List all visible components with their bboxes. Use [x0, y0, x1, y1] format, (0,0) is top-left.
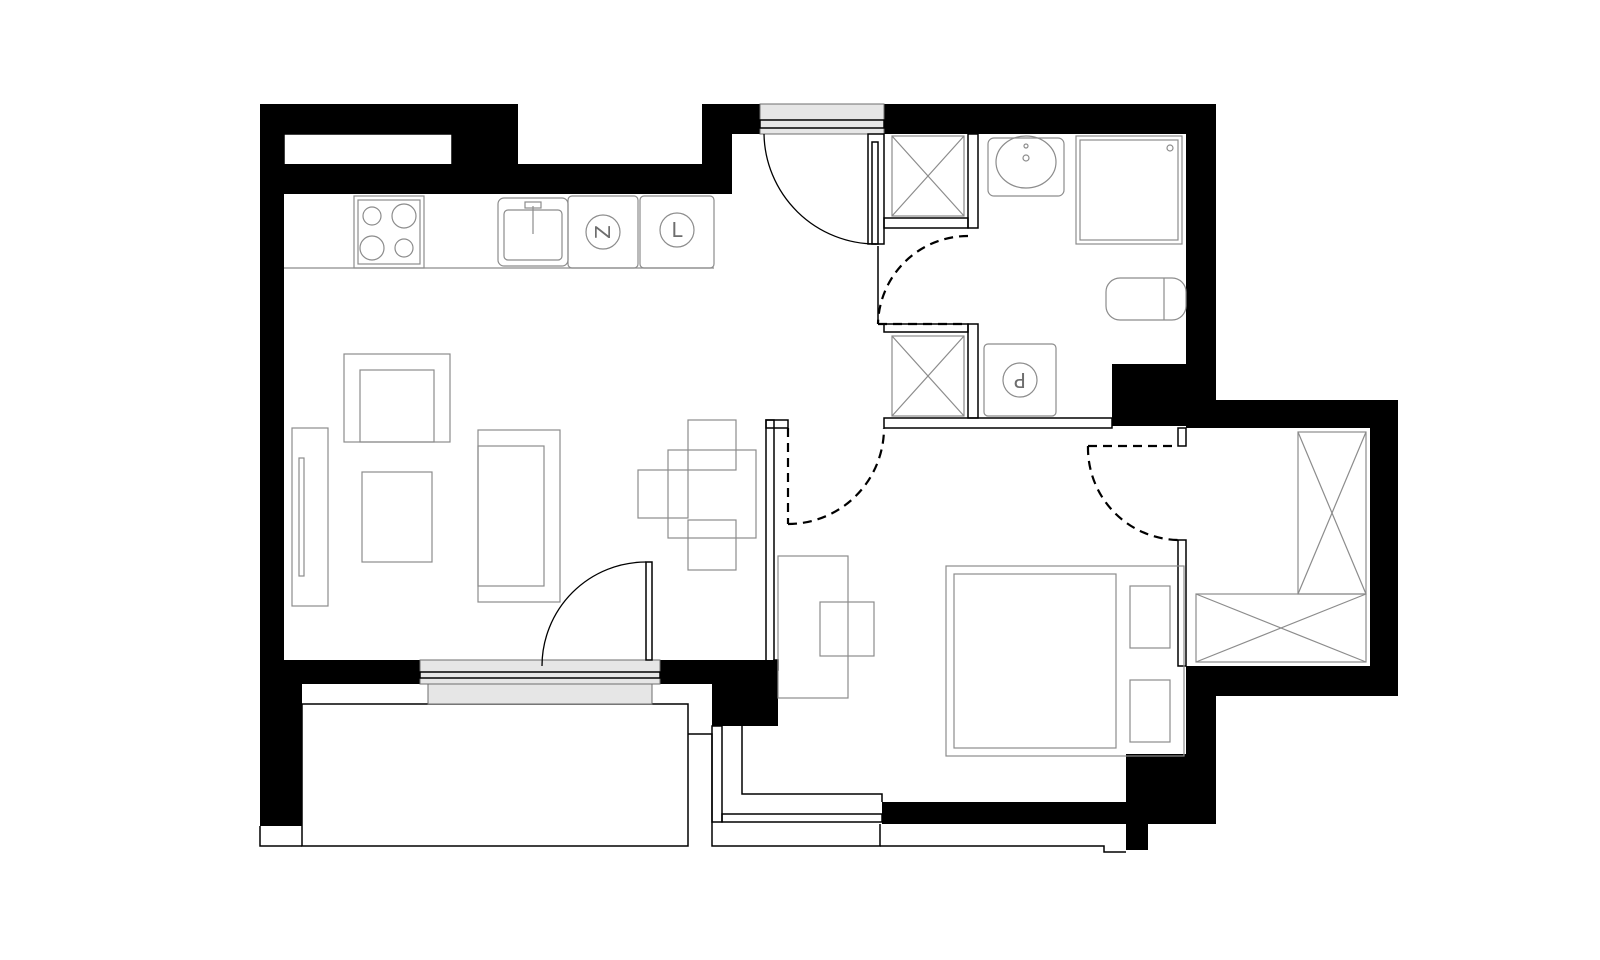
- washbasin: [987, 135, 1065, 197]
- wall-east-wardrobe: [1370, 400, 1398, 696]
- entrance-door-swing: [763, 133, 877, 245]
- partition-living-bedroom: [765, 419, 775, 663]
- bedroom-corner-outline: [741, 726, 883, 802]
- bedroom-window-frame: [711, 725, 723, 823]
- bedroom-door-swing: [787, 427, 886, 526]
- walls: [260, 104, 1398, 850]
- fridge-symbol: L: [671, 218, 683, 242]
- cooktop: [353, 195, 425, 269]
- windows: [419, 103, 885, 823]
- desk-chair: [819, 601, 875, 657]
- pillow: [1129, 585, 1171, 649]
- desk: [777, 555, 875, 699]
- wall-balcony-west: [260, 684, 302, 826]
- bathroom-door-swing: [876, 234, 969, 325]
- living-window-frame: [419, 671, 661, 679]
- partition-bath-west-lower: [967, 323, 979, 419]
- wardrobe-shelf-south: [1195, 593, 1367, 663]
- armchair: [343, 353, 451, 443]
- bedroom-window-sill: [721, 813, 883, 823]
- entrance-door-leaf: [871, 141, 879, 245]
- wall-north-kitchen: [284, 164, 726, 194]
- burner-icon: [359, 235, 385, 261]
- partition-closet-lower: [883, 323, 969, 333]
- partition-bath-west-upper: [967, 133, 979, 229]
- double-bed: [945, 565, 1185, 757]
- partition-wardrobe-lower: [1177, 539, 1187, 667]
- partitions: [259, 133, 1187, 853]
- partition-closet-upper: [883, 217, 969, 229]
- entry-door-glazing: [759, 103, 885, 135]
- wall-wardrobe-top: [1186, 400, 1398, 428]
- bedroom: [777, 555, 1185, 757]
- wall-north-bath: [884, 104, 1216, 134]
- doors: [541, 133, 1179, 667]
- washing-machine: P: [983, 343, 1057, 417]
- coffee-table: [361, 471, 433, 563]
- dining-table: [667, 449, 757, 539]
- bathroom: P: [983, 135, 1187, 417]
- closet-lower: [891, 335, 965, 417]
- kitchen: Z L: [284, 195, 715, 269]
- balcony-ledge-left: [259, 826, 302, 847]
- burner-icon: [362, 206, 382, 226]
- closet-upper: [891, 135, 965, 217]
- living-room: [291, 353, 757, 607]
- burner-icon: [394, 238, 414, 258]
- partition-hall-south: [883, 417, 1113, 429]
- toilet: [1105, 277, 1187, 321]
- entrance-door-stop: [867, 133, 885, 245]
- niche-outline: [283, 133, 453, 179]
- dining-chair: [637, 469, 689, 519]
- washing-machine-symbol: P: [1014, 368, 1026, 392]
- balcony-door-swing: [541, 561, 647, 667]
- wall-south-stub: [1126, 802, 1148, 850]
- sofa: [477, 429, 561, 603]
- living-window-sill: [427, 683, 653, 705]
- wall-south-bedroom: [882, 802, 1216, 824]
- entry-closets: [891, 135, 965, 417]
- balcony-door-leaf: [645, 561, 653, 661]
- shower-tray: [1075, 135, 1183, 245]
- wall-east-bath: [1186, 104, 1216, 400]
- wardrobe-door-swing: [1086, 445, 1179, 542]
- burner-icon: [391, 203, 417, 229]
- wall-pillar-south: [712, 660, 778, 726]
- partition-living-bedroom-jamb: [765, 419, 789, 429]
- wall-south-living-left: [260, 660, 420, 684]
- bedroom-balcony-rail: [880, 845, 1126, 853]
- tv-unit: [291, 427, 329, 607]
- kitchen-sink: [497, 197, 569, 267]
- wall-north-entry-left: [702, 104, 760, 134]
- entry-door-frame: [759, 119, 885, 129]
- pillow: [1129, 679, 1171, 743]
- faucet-icon: [524, 201, 542, 209]
- dining-chair: [687, 419, 737, 471]
- wall-wardrobe-bottom: [1186, 666, 1398, 696]
- bedroom-balcony-outline: [688, 733, 881, 847]
- partition-wardrobe-upper: [1177, 427, 1187, 447]
- dishwasher: Z: [567, 195, 639, 269]
- drain-icon: [1166, 144, 1174, 152]
- fridge: L: [639, 195, 715, 269]
- wall-north-step: [452, 104, 518, 166]
- dining-chair: [687, 519, 737, 571]
- dishwasher-symbol: Z: [591, 225, 615, 239]
- balcony-outline: [301, 703, 689, 847]
- walk-in-wardrobe: [1195, 431, 1367, 663]
- desk-top: [777, 555, 849, 699]
- dining-set: [637, 419, 757, 571]
